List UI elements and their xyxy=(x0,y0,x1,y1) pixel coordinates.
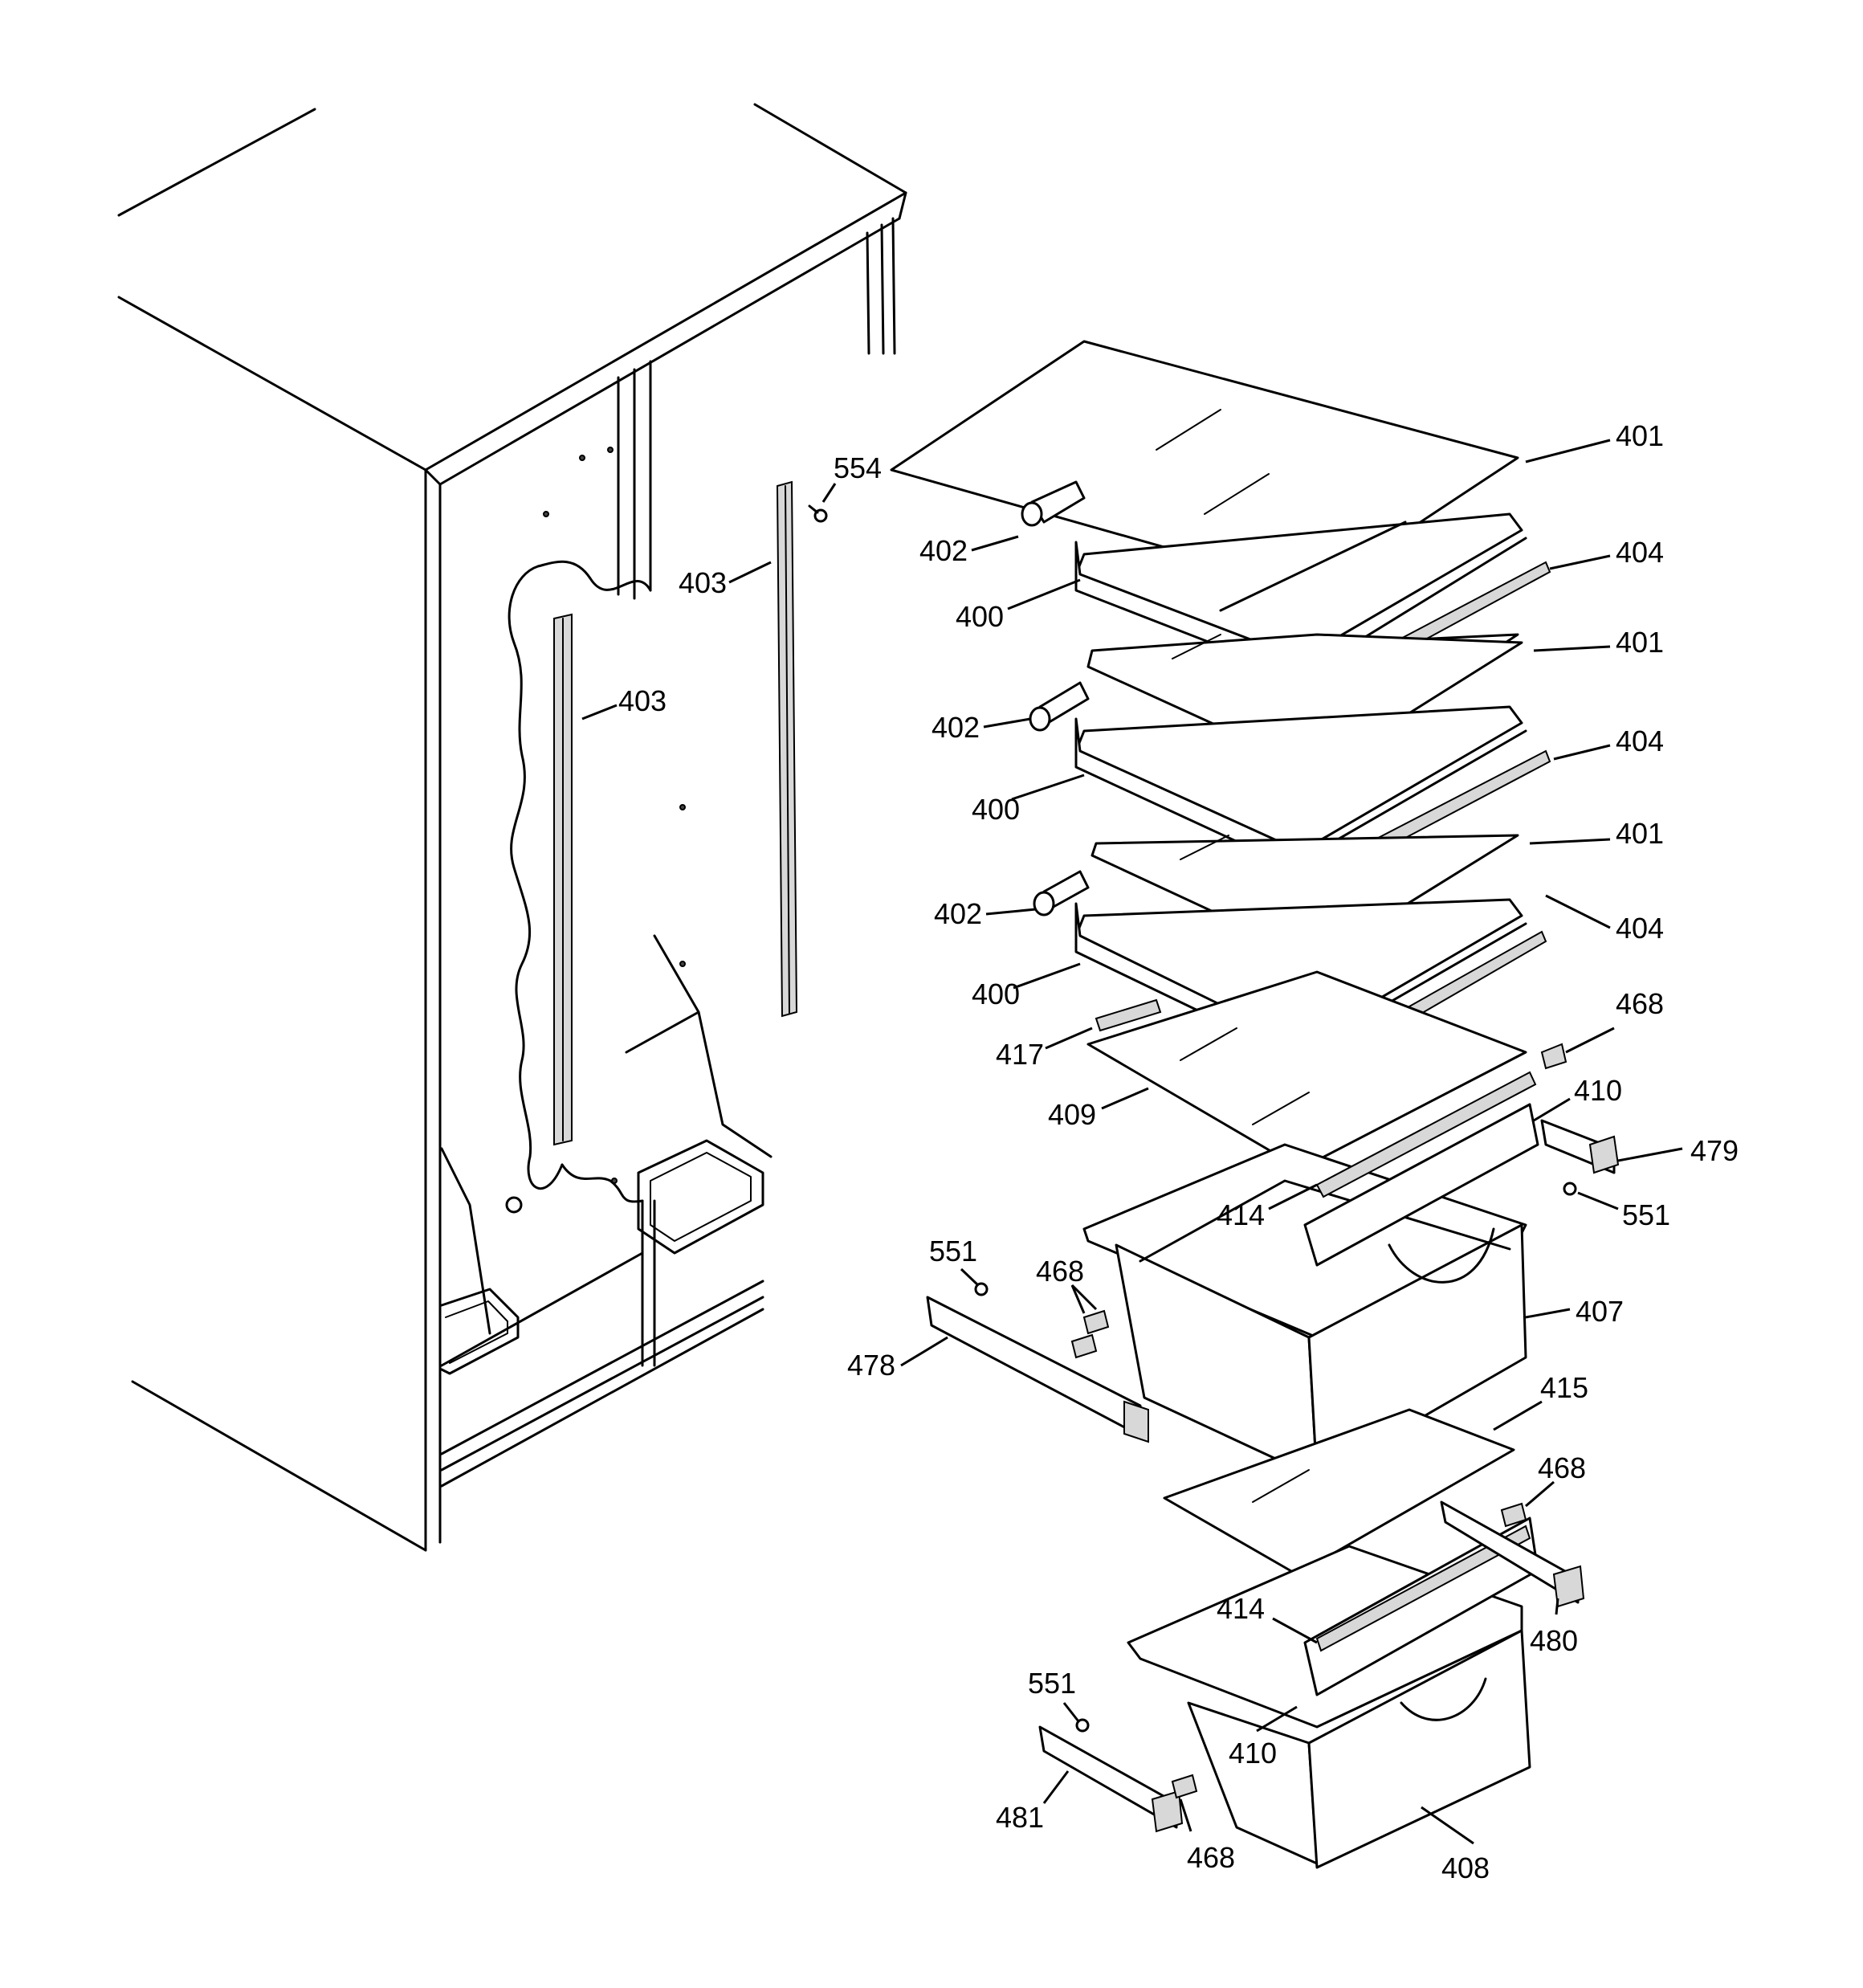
cabinet xyxy=(117,103,907,1552)
callout-407: 407 xyxy=(1576,1295,1624,1328)
callout-404-c: 404 xyxy=(1616,912,1664,945)
callout-414-a: 414 xyxy=(1217,1198,1265,1231)
stop-468-d xyxy=(1171,1774,1198,1799)
screw-554 xyxy=(808,504,828,523)
callout-400-a: 400 xyxy=(956,600,1004,633)
callout-551-a: 551 xyxy=(929,1235,977,1268)
shelf-ladder-right xyxy=(776,480,798,1018)
stop-468-c xyxy=(1500,1502,1527,1528)
callout-410-a: 410 xyxy=(1574,1074,1622,1107)
callout-400-b: 400 xyxy=(972,793,1020,826)
crisper-cover-glass-415 xyxy=(1163,1408,1515,1576)
stop-468-a xyxy=(1540,1043,1567,1070)
callout-415: 415 xyxy=(1540,1371,1588,1404)
callout-551-c: 551 xyxy=(1028,1667,1076,1700)
callout-402-b: 402 xyxy=(932,711,980,744)
shelf-bracket-3 xyxy=(1033,870,1090,916)
drawer-slide-left-upper xyxy=(926,1296,1149,1443)
drawer-slide-left-lower xyxy=(1038,1725,1184,1833)
callout-402-a: 402 xyxy=(919,534,968,567)
callout-labels: 401 404 401 404 401 404 402 400 402 400 … xyxy=(618,419,1739,1884)
stop-468-b xyxy=(1070,1309,1110,1359)
callout-410-b: 410 xyxy=(1229,1737,1277,1770)
callout-401-a: 401 xyxy=(1616,419,1664,452)
callout-403-b: 403 xyxy=(618,684,667,717)
screw-551-a xyxy=(974,1282,989,1296)
callout-479: 479 xyxy=(1690,1134,1739,1167)
shelf-ladder-left xyxy=(553,613,573,1146)
shelf-bracket-2 xyxy=(1029,681,1090,732)
callout-481: 481 xyxy=(996,1801,1044,1834)
crisper-drawer-lower xyxy=(1127,1517,1539,1869)
callout-480: 480 xyxy=(1530,1624,1578,1657)
shelf-bracket-1 xyxy=(1021,480,1086,527)
leader-lines xyxy=(581,439,1683,1845)
callout-417: 417 xyxy=(996,1038,1044,1071)
callout-401-b: 401 xyxy=(1616,626,1664,659)
callout-414-b: 414 xyxy=(1217,1592,1265,1625)
callout-401-c: 401 xyxy=(1616,817,1664,850)
screw-551-c xyxy=(1075,1718,1090,1733)
callout-468-b: 468 xyxy=(1036,1255,1084,1288)
drawer-slide-right-lower xyxy=(1440,1500,1585,1608)
callout-551-b: 551 xyxy=(1622,1198,1670,1231)
screw-551-b xyxy=(1563,1182,1577,1196)
callout-478: 478 xyxy=(847,1349,895,1382)
crisper-drawer-upper xyxy=(1082,1071,1539,1480)
callout-408: 408 xyxy=(1441,1851,1490,1884)
crisper-cover-glass-409 xyxy=(1086,970,1527,1170)
callout-468-c: 468 xyxy=(1538,1451,1586,1484)
callout-409: 409 xyxy=(1048,1098,1096,1131)
cover-strip-417 xyxy=(1095,998,1162,1032)
callout-468-d: 468 xyxy=(1187,1841,1235,1874)
callout-404-a: 404 xyxy=(1616,536,1664,569)
callout-403-a: 403 xyxy=(679,566,727,599)
drawer-slide-right-upper xyxy=(1540,1119,1620,1174)
callout-468-a: 468 xyxy=(1616,987,1664,1020)
callout-404-b: 404 xyxy=(1616,725,1664,757)
callout-402-c: 402 xyxy=(934,897,982,930)
callout-554: 554 xyxy=(834,451,882,484)
callout-400-c: 400 xyxy=(972,978,1020,1010)
